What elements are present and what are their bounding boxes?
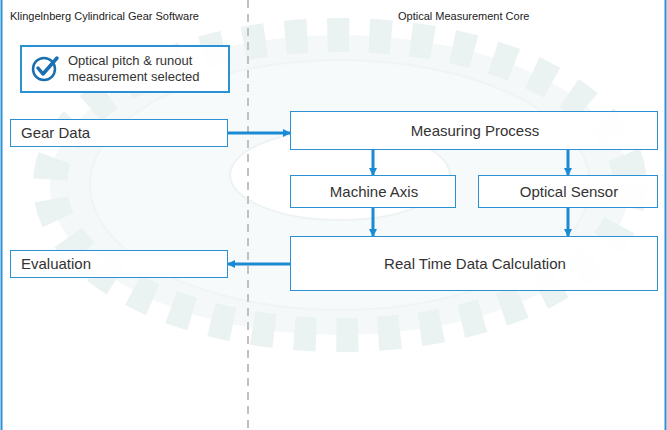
node-text: Machine Axis <box>330 183 418 201</box>
flow-arrow <box>372 208 375 236</box>
flow-arrow <box>372 150 375 175</box>
flow-arrow <box>567 208 570 236</box>
text-group: Evaluation <box>21 255 91 273</box>
node-text: Evaluation <box>21 255 91 273</box>
node-text: Measuring Process <box>411 122 539 140</box>
node-text: Optical pitch & runout measurement selec… <box>68 53 220 84</box>
node-text: Optical Sensor <box>520 183 618 201</box>
process-box: Measuring Process <box>290 111 658 150</box>
text-group: Measuring Process <box>411 122 539 140</box>
region-label: Klingelnberg Cylindrical Gear Software <box>10 10 199 22</box>
flow-arrow <box>228 263 290 266</box>
text-group: Optical pitch & runout measurement selec… <box>68 53 220 84</box>
process-box: Gear Data <box>10 119 228 147</box>
region-label: Optical Measurement Core <box>398 10 529 22</box>
frame-line <box>1 0 3 430</box>
process-box: Real Time Data Calculation <box>290 236 658 291</box>
flow-arrow <box>228 132 290 135</box>
frame-line <box>665 0 667 430</box>
text-group: Gear Data <box>21 124 90 142</box>
flow-arrow <box>567 150 570 175</box>
check-icon <box>30 54 60 84</box>
text-group: Real Time Data Calculation <box>384 255 566 273</box>
node-text: Gear Data <box>21 124 90 142</box>
process-box: Machine Axis <box>290 175 456 208</box>
text-group: Optical Sensor <box>520 183 618 201</box>
process-box: Evaluation <box>10 250 228 278</box>
divider-line <box>247 0 249 430</box>
text-group: Machine Axis <box>330 183 418 201</box>
node-text: Real Time Data Calculation <box>384 255 566 273</box>
process-box: Optical Sensor <box>478 175 658 208</box>
status-box: Optical pitch & runout measurement selec… <box>20 45 230 93</box>
